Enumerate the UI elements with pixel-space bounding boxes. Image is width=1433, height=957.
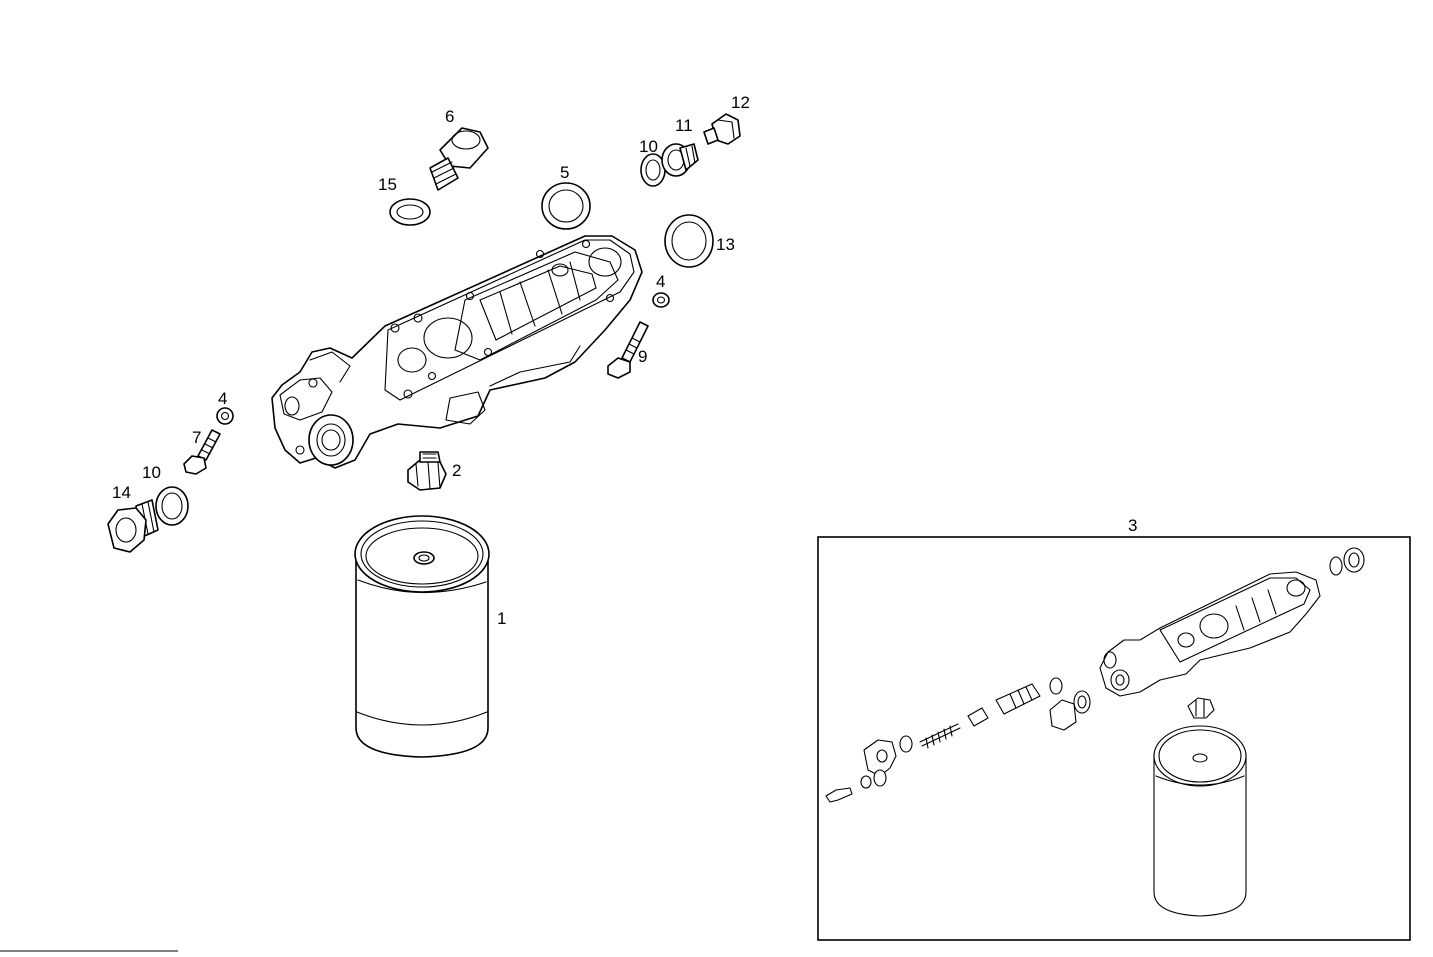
callout-2: 2 [452, 461, 461, 480]
part-1-oil-filter [354, 515, 490, 758]
inset-assembly-3 [825, 547, 1365, 917]
callout-9: 9 [638, 347, 647, 366]
part-15-washer [389, 198, 431, 226]
callout-4-left: 4 [218, 389, 227, 408]
part-10-sealing-ring-left [155, 486, 189, 526]
part-13-gasket [664, 214, 714, 268]
part-2-threaded-nipple [407, 451, 447, 491]
part-12-screw-plug [703, 113, 741, 145]
callout-12: 12 [731, 93, 750, 112]
inset-frame [817, 536, 1411, 941]
part-9-bolt [607, 321, 649, 379]
callout-11: 11 [675, 116, 693, 135]
callout-1: 1 [497, 609, 506, 628]
callout-4-right: 4 [656, 272, 665, 291]
part-14-plug [107, 499, 159, 553]
part-5-gasket [541, 182, 591, 230]
part-4-washer-right [652, 292, 670, 308]
part-4-washer-left [216, 407, 234, 425]
filter-housing-body [271, 235, 643, 469]
part-6-relief-valve [429, 127, 489, 191]
callout-labels: 1 2 4 4 5 6 7 9 10 10 11 12 13 14 15 3 [112, 93, 1137, 628]
callout-6: 6 [445, 107, 454, 126]
part-7-bolt [183, 429, 221, 475]
callout-10-top: 10 [639, 137, 658, 156]
callout-15: 15 [378, 175, 397, 194]
callout-14: 14 [112, 483, 131, 502]
callout-5: 5 [560, 163, 569, 182]
callout-13: 13 [716, 235, 735, 254]
part-11-plug [661, 143, 699, 177]
callout-7: 7 [192, 428, 201, 447]
callout-10-left: 10 [142, 463, 161, 482]
callout-3: 3 [1128, 516, 1137, 535]
